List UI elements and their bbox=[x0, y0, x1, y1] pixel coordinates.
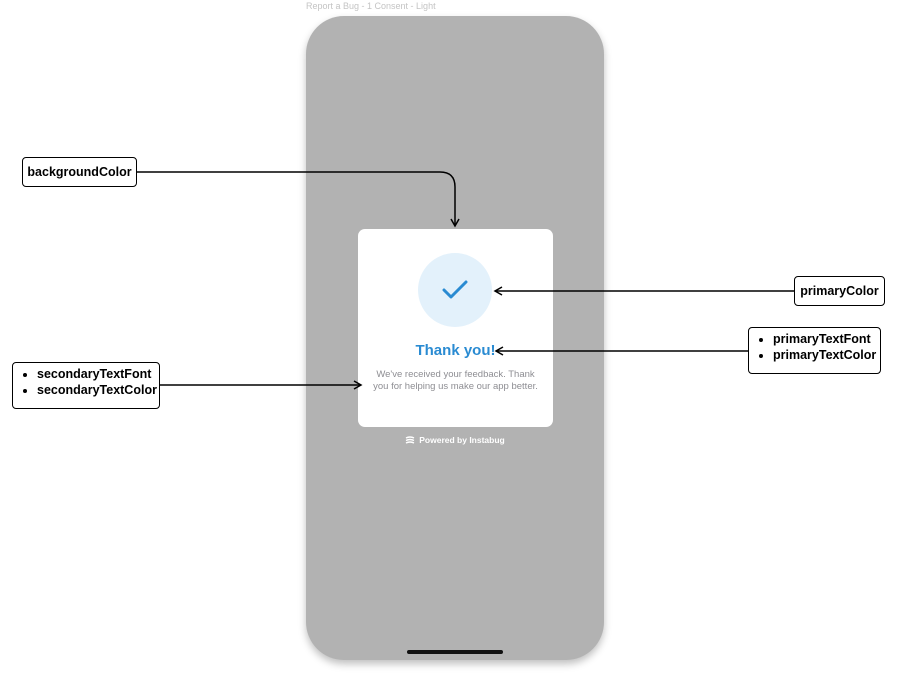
secondary-text-color-label: secondaryTextColor bbox=[37, 383, 157, 399]
secondary-text-font-label: secondaryTextFont bbox=[37, 367, 151, 383]
phone-screen: Thank you! We've received your feedback.… bbox=[306, 16, 604, 660]
background-color-arrow bbox=[136, 171, 460, 228]
background-color-callout: backgroundColor bbox=[22, 157, 137, 187]
primary-text-callout: primaryTextFont primaryTextColor bbox=[748, 327, 881, 374]
primary-color-callout: primaryColor bbox=[794, 276, 885, 306]
checkmark-icon bbox=[442, 280, 468, 299]
secondary-text-callout: secondaryTextFont secondaryTextColor bbox=[12, 362, 160, 409]
primary-text-color-label: primaryTextColor bbox=[773, 348, 876, 364]
background-color-label: backgroundColor bbox=[27, 165, 132, 179]
frame-caption: Report a Bug - 1 Consent - Light bbox=[306, 1, 436, 11]
success-icon-circle bbox=[418, 253, 492, 327]
feedback-message: We've received your feedback. Thank you … bbox=[373, 369, 538, 392]
thank-you-title: Thank you! bbox=[415, 342, 496, 359]
instabug-logo-icon bbox=[405, 436, 415, 446]
primary-text-font-label: primaryTextFont bbox=[773, 332, 872, 348]
powered-by-label: Powered by Instabug bbox=[419, 435, 505, 445]
powered-by-footer[interactable]: Powered by Instabug bbox=[306, 435, 604, 446]
thank-you-card: Thank you! We've received your feedback.… bbox=[358, 229, 553, 427]
home-indicator[interactable] bbox=[407, 650, 503, 654]
primary-color-label: primaryColor bbox=[800, 284, 879, 298]
